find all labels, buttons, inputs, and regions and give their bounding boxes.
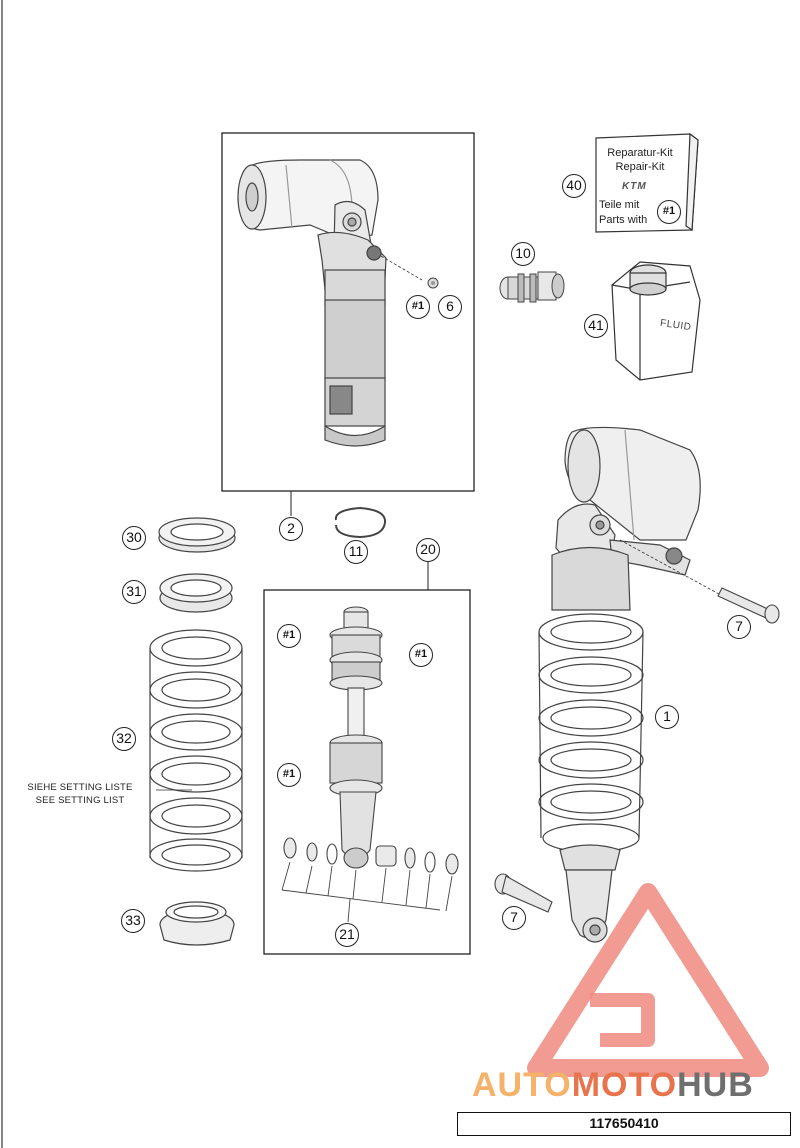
part-11-circlip: [334, 506, 387, 539]
part-6-washer-hole: [431, 281, 435, 285]
callout-6: 6: [438, 295, 462, 319]
callout-30: 30: [122, 526, 146, 550]
tag-hash1-piston-upper-left: #1: [277, 624, 301, 648]
callout-7-top: 7: [727, 615, 751, 639]
part-31-nut-drawing: [159, 573, 233, 613]
part-21-leader-lines: [281, 861, 453, 923]
part-30-nut-drawing: [158, 517, 236, 553]
watermark-auto: AUTO: [472, 1066, 572, 1104]
part-10-valve-drawing: [499, 271, 565, 303]
part-2-frame: [221, 132, 475, 492]
tag-hash1-repair-kit: #1: [657, 200, 681, 224]
tag-hash1-part2: #1: [406, 295, 430, 319]
part-7-bolt-bottom: [494, 873, 553, 913]
ktm-logo: KTM: [622, 181, 647, 192]
tag-hash1-piston-right: #1: [409, 643, 433, 667]
part-21-bushings-drawing: [283, 837, 459, 875]
shock-body-drawing: [237, 159, 387, 447]
full-shock-drawing: [538, 426, 701, 943]
watermark-hub: HUB: [677, 1066, 754, 1104]
callout-11: 11: [344, 540, 368, 564]
part-20-frame: [263, 589, 471, 955]
repair-kit-line4: Parts with: [599, 214, 648, 226]
repair-kit-line1: Reparatur-Kit: [607, 147, 673, 159]
callout-10: 10: [511, 242, 535, 266]
leader-6: [380, 255, 423, 281]
leader-7-top: [619, 539, 731, 601]
watermark-triangle: [527, 883, 769, 1077]
part-number: 117650410: [589, 1115, 659, 1131]
callout-20: 20: [416, 538, 440, 562]
callout-21: 21: [335, 923, 359, 947]
callout-2: 2: [279, 517, 303, 541]
setting-note-line2: SEE SETTING LIST: [35, 795, 125, 806]
watermark-moto: MOTO: [571, 1066, 678, 1104]
callout-41: 41: [584, 314, 608, 338]
piston-rod-drawing: [329, 606, 383, 869]
callout-1: 1: [655, 705, 679, 729]
callout-33: 33: [121, 909, 145, 933]
repair-kit-line2: Repair-Kit: [615, 161, 665, 173]
callout-40: 40: [562, 174, 586, 198]
callout-7-bottom: 7: [502, 906, 526, 930]
watermark-logo: AUTOMOTOHUB: [472, 1066, 754, 1105]
part-32-spring-drawing: [149, 629, 243, 872]
tag-hash1-piston-lower: #1: [277, 763, 301, 787]
callout-32: 32: [112, 727, 136, 751]
callout-31: 31: [122, 580, 146, 604]
repair-kit-line3: Teile mit: [599, 199, 640, 211]
part-7-bolt-top: [717, 587, 780, 624]
part-41-fluid-bottle: [611, 261, 701, 381]
part-33-seat-drawing: [159, 901, 235, 946]
setting-note-line1: SIEHE SETTING LISTE: [27, 782, 133, 793]
part-number-box: 117650410: [457, 1112, 791, 1136]
